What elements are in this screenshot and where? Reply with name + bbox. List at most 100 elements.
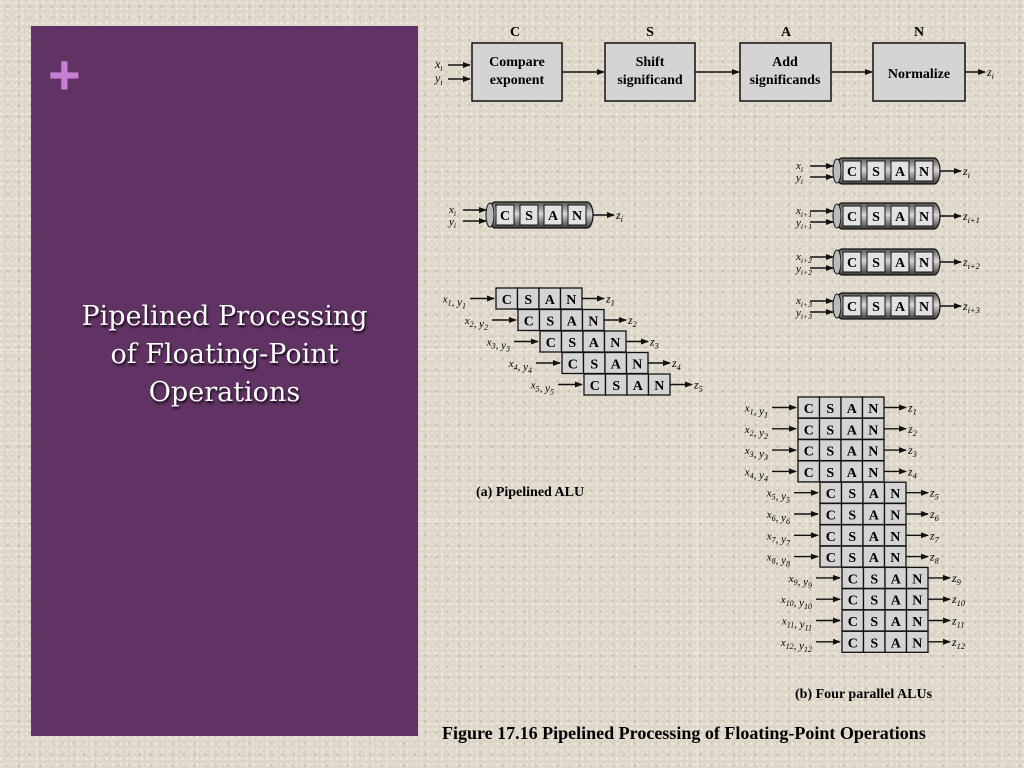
stage-letter: S xyxy=(872,165,880,180)
stage-letter: A xyxy=(847,402,858,417)
stage-cell xyxy=(866,251,886,273)
stage-letter: A xyxy=(891,636,902,651)
io-label: zi+2 xyxy=(962,255,980,271)
stage-cell xyxy=(914,160,934,182)
stage-letter: S xyxy=(568,336,576,351)
input-label: xi xyxy=(434,57,443,73)
stage-letter: C xyxy=(510,25,520,40)
io-label: z1 xyxy=(605,292,615,308)
io-label: z2 xyxy=(907,422,917,438)
stage-label: significands xyxy=(750,73,821,88)
stage-letter: N xyxy=(914,25,924,40)
stage-cell xyxy=(866,205,886,227)
stage-letter: C xyxy=(847,210,857,225)
io-label: z10 xyxy=(951,592,966,608)
stage-letter: C xyxy=(826,551,836,566)
io-label: z8 xyxy=(929,550,940,566)
stage-letter: S xyxy=(870,594,878,609)
stage-letter: C xyxy=(826,487,836,502)
stage-letter: S xyxy=(872,210,880,225)
io-label: zi+1 xyxy=(962,209,980,225)
stage-letter: N xyxy=(868,466,878,481)
stage-letter: A xyxy=(869,530,880,545)
stage-letter: C xyxy=(848,636,858,651)
stage-cell xyxy=(890,295,910,317)
stage-letter: N xyxy=(919,210,929,225)
stage-letter: S xyxy=(848,487,856,502)
stage-letter: N xyxy=(912,615,922,630)
stage-letter: A xyxy=(545,293,556,308)
io-label: z1 xyxy=(907,401,917,417)
stage-cell xyxy=(890,160,910,182)
stage-letter: N xyxy=(912,594,922,609)
stage-letter: N xyxy=(919,300,929,315)
stage-box xyxy=(471,42,563,102)
stage-letter: A xyxy=(869,509,880,524)
stage-letter: C xyxy=(826,530,836,545)
io-label: x1, y1 xyxy=(744,403,768,420)
io-label: xi+3 xyxy=(795,295,812,309)
stage-letter: C xyxy=(847,300,857,315)
stage-letter: S xyxy=(870,572,878,587)
stage-letter: N xyxy=(572,209,582,224)
slide-title: Pipelined Processing of Floating-Point O… xyxy=(81,301,368,408)
stage-cell xyxy=(914,295,934,317)
io-label: x6, y6 xyxy=(766,509,790,526)
io-label: x3, y3 xyxy=(486,337,510,354)
io-label: yi+1 xyxy=(795,217,812,231)
io-label: z9 xyxy=(951,571,962,587)
io-label: z3 xyxy=(907,443,917,459)
stage-letter: C xyxy=(848,615,858,630)
stage-letter: N xyxy=(912,572,922,587)
io-label: x7, y7 xyxy=(766,530,791,547)
stage-letter: N xyxy=(868,423,878,438)
stage-letter: S xyxy=(826,423,834,438)
stage-letter: C xyxy=(847,256,857,271)
stage-letter: N xyxy=(890,487,900,502)
stage-cell xyxy=(866,295,886,317)
io-label: z4 xyxy=(907,464,917,480)
plus-icon: + xyxy=(48,43,81,106)
cylinder-end xyxy=(832,158,842,184)
stage-letter: S xyxy=(612,379,620,394)
stage-letter: S xyxy=(646,25,654,40)
io-label: yi+2 xyxy=(795,263,812,277)
stage-letter: A xyxy=(895,300,906,315)
io-label: x5, y5 xyxy=(766,488,790,505)
stage-letter: A xyxy=(895,210,906,225)
stage-letter: A xyxy=(847,445,858,460)
stage-letter: A xyxy=(891,594,902,609)
io-label: xi xyxy=(795,160,803,174)
stage-letter: S xyxy=(870,615,878,630)
io-label: zi+3 xyxy=(962,299,980,315)
stage-label: exponent xyxy=(490,73,545,88)
stage-letter: N xyxy=(890,509,900,524)
stage-letter: N xyxy=(610,336,620,351)
io-label: z5 xyxy=(929,486,939,502)
stage-letter: C xyxy=(804,423,814,438)
stage-letter: A xyxy=(847,423,858,438)
stage-letter: C xyxy=(590,379,600,394)
stage-letter: N xyxy=(919,256,929,271)
io-label: x4, y4 xyxy=(508,358,532,375)
stage-letter: C xyxy=(502,293,512,308)
stage-letter: C xyxy=(848,594,858,609)
io-label: z5 xyxy=(693,378,703,394)
stage-letter: S xyxy=(524,293,532,308)
stage-letter: C xyxy=(804,445,814,460)
stage-letter: A xyxy=(548,209,559,224)
title-panel xyxy=(31,26,418,736)
input-label: yi xyxy=(434,71,443,87)
stage-letter: A xyxy=(589,336,600,351)
io-label: x5, y5 xyxy=(530,380,554,397)
stage-letter: A xyxy=(895,165,906,180)
stage-label: Compare xyxy=(489,55,545,70)
io-label: x2, y2 xyxy=(744,424,768,441)
stage-letter: C xyxy=(568,358,578,373)
stage-cell xyxy=(842,251,862,273)
stage-cell xyxy=(495,204,515,226)
stage-cell xyxy=(914,205,934,227)
stage-letter: A xyxy=(869,551,880,566)
io-label: xi xyxy=(448,204,456,218)
stage-letter: S xyxy=(872,300,880,315)
